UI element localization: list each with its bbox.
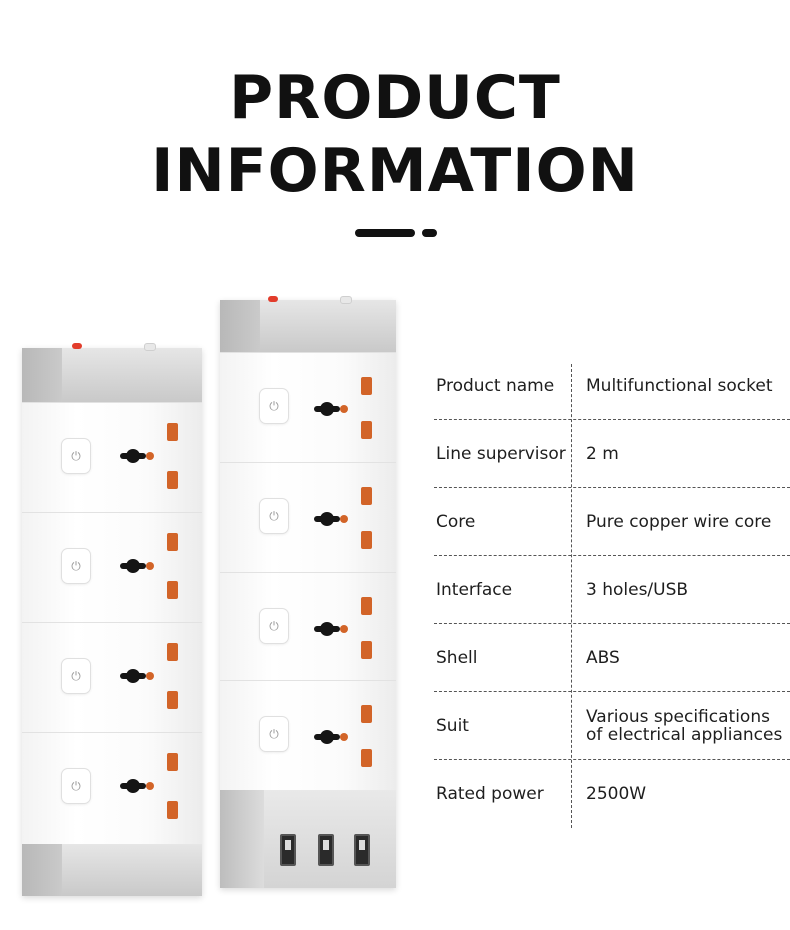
spec-value: 2500W — [586, 783, 647, 804]
spec-label: Interface — [436, 579, 513, 600]
spec-row: Interface 3 holes/USB — [434, 556, 790, 624]
power-icon[interactable]: ⏻ — [260, 389, 288, 423]
power-icon[interactable]: ⏻ — [62, 439, 90, 473]
power-icon[interactable]: ⏻ — [260, 717, 288, 751]
socket-module: ⏻ — [220, 572, 396, 681]
spec-row: Suit Various specifications of electrica… — [434, 692, 790, 760]
socket-module: ⏻ — [220, 462, 396, 573]
power-strip-right: ⏻ ⏻ ⏻ ⏻ — [220, 296, 396, 888]
strip-end-cap-top — [22, 348, 202, 402]
spec-row: Product name Multifunctional socket — [434, 352, 790, 420]
indicator-light-red — [72, 343, 82, 349]
strip-end-cap-bottom — [22, 844, 202, 896]
spec-value: 3 holes/USB — [586, 579, 689, 600]
power-icon[interactable]: ⏻ — [260, 609, 288, 643]
spec-row: Line supervisor 2 m — [434, 420, 790, 488]
usb-port[interactable] — [318, 834, 334, 866]
power-strip-left: ⏻ ⏻ ⏻ ⏻ — [22, 343, 202, 896]
socket-module: ⏻ — [220, 680, 396, 791]
spec-label: Line supervisor — [436, 443, 566, 464]
usb-port[interactable] — [280, 834, 296, 866]
spec-row: Core Pure copper wire core — [434, 488, 790, 556]
spec-value: Pure copper wire core — [586, 511, 772, 532]
power-icon[interactable]: ⏻ — [260, 499, 288, 533]
indicator-light-white — [340, 296, 352, 304]
usb-panel — [220, 790, 396, 888]
usb-port[interactable] — [354, 834, 370, 866]
spec-value: Various specifications of electrical app… — [586, 706, 783, 745]
socket-module: ⏻ — [22, 402, 202, 513]
spec-label: Core — [436, 511, 476, 532]
spec-label: Shell — [436, 647, 478, 668]
socket-module: ⏻ — [220, 352, 396, 463]
power-icon[interactable]: ⏻ — [62, 659, 90, 693]
spec-value: Multifunctional socket — [586, 375, 773, 396]
power-icon[interactable]: ⏻ — [62, 549, 90, 583]
spec-row: Rated power 2500W — [434, 760, 790, 827]
spec-table: Product name Multifunctional socket Line… — [434, 352, 790, 827]
spec-value: ABS — [586, 647, 620, 668]
power-icon[interactable]: ⏻ — [62, 769, 90, 803]
title-line-2: INFORMATION — [151, 136, 639, 206]
title-divider-short — [422, 229, 437, 237]
title-divider-long — [355, 229, 415, 237]
title-line-1: PRODUCT — [229, 63, 561, 133]
indicator-light-white — [144, 343, 156, 351]
spec-label: Product name — [436, 375, 555, 396]
spec-value: 2 m — [586, 443, 619, 464]
indicator-light-red — [268, 296, 278, 302]
spec-row: Shell ABS — [434, 624, 790, 692]
socket-module: ⏻ — [22, 622, 202, 733]
strip-end-cap-top — [220, 300, 396, 352]
spec-label: Rated power — [436, 783, 544, 804]
socket-module: ⏻ — [22, 512, 202, 623]
socket-module: ⏻ — [22, 732, 202, 845]
spec-label: Suit — [436, 715, 469, 736]
spec-column-divider — [571, 364, 572, 828]
